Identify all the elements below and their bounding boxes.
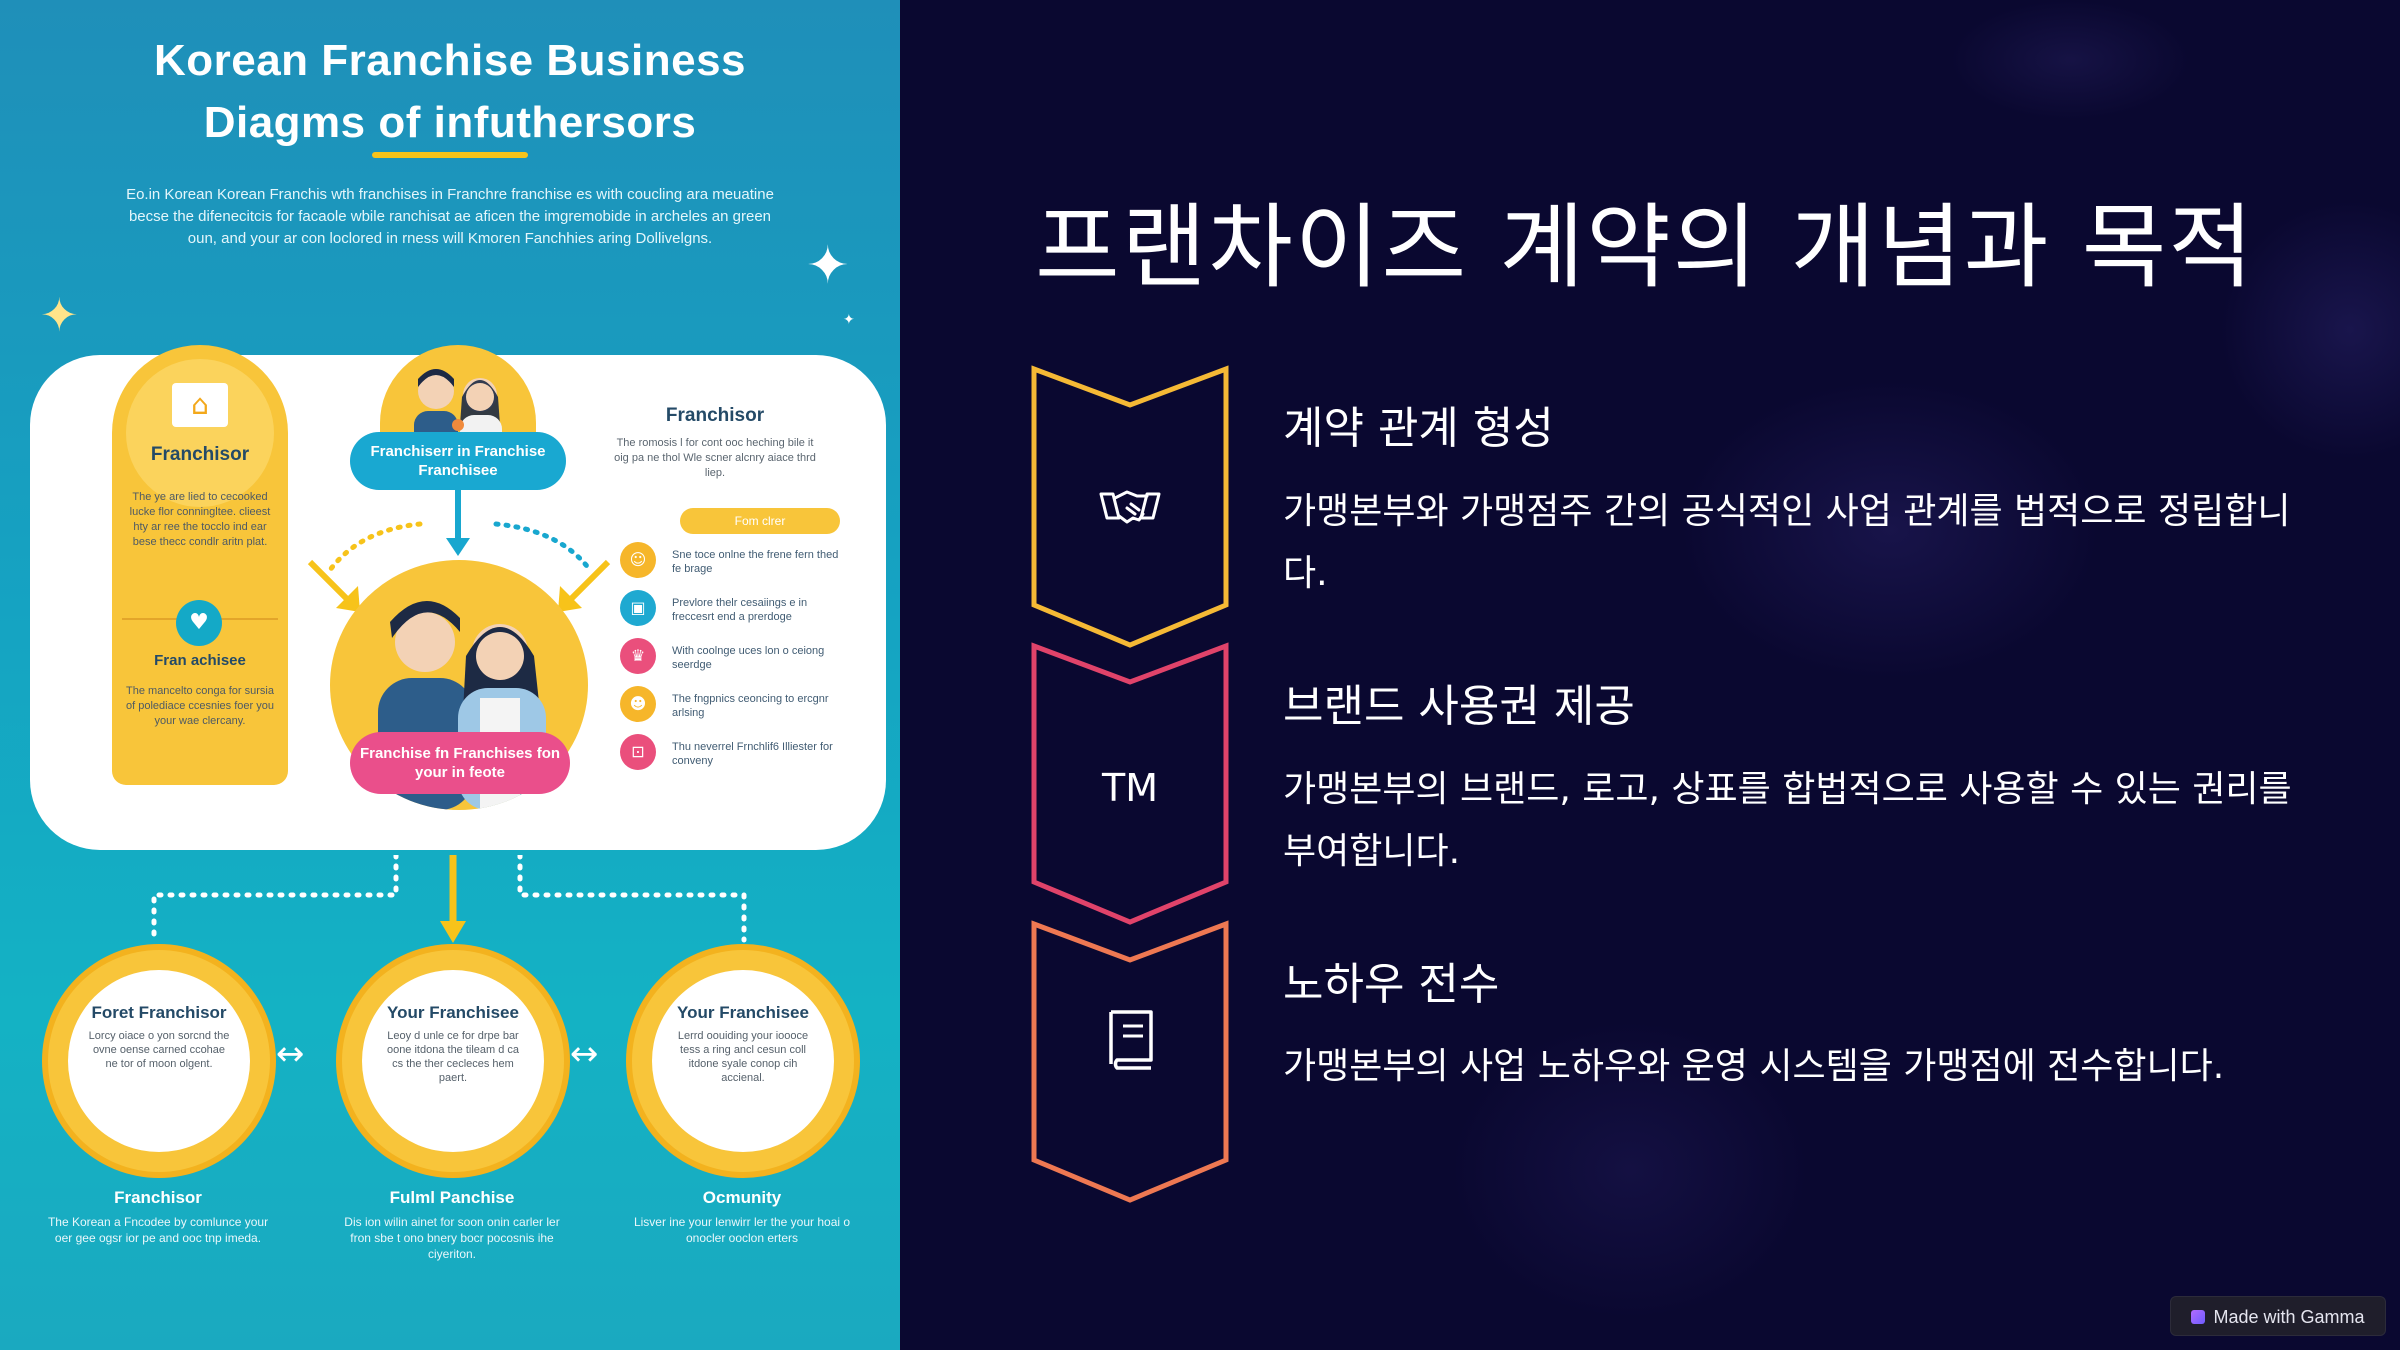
feature-title: 계약 관계 형성	[1283, 403, 1554, 454]
ring-text: Leoy d unle ce for drpe bar oone itdona …	[386, 1030, 520, 1084]
book-icon	[1109, 1010, 1153, 1070]
column-text: The romosis l for cont ooc heching bile …	[614, 437, 816, 479]
infographic-image: Korean Franchise Business Diagms of infu…	[0, 0, 900, 1350]
column-heading: Fran achisee	[154, 652, 246, 669]
infographic-intro: Eo.in Korean Korean Franchis wth franchi…	[126, 186, 774, 247]
list-item-text: Prevlore thelr cesaiings e in freccesrt …	[672, 597, 808, 623]
background-glow	[1450, 1020, 1810, 1320]
ring-heading: Your Franchisee	[387, 1003, 519, 1022]
slide-title: 프랜차이즈 계약의 개념과 목적	[1035, 194, 2256, 301]
ring-text: Lerrd oouiding your ioooce tess a ring a…	[677, 1030, 809, 1084]
chevron-marker	[1031, 920, 1229, 1203]
background-glow	[1680, 380, 2100, 680]
badge-label: Made with Gamma	[2213, 1307, 2365, 1327]
connector-lines	[151, 855, 747, 943]
bottom-text: Dis ion wilin ainet for soon onin carler…	[344, 1215, 560, 1261]
bottom-heading: Fulml Panchise	[389, 1188, 515, 1207]
ring-heading: Your Franchisee	[677, 1003, 809, 1022]
list-item-text: With coolnge uces lon o ceiong seerdge	[672, 645, 825, 671]
feature-title: 브랜드 사용권 제공	[1283, 681, 1635, 732]
ring-card: Your Franchisee Leoy d unle ce for drpe …	[342, 950, 564, 1172]
ring-inner: Your Franchisee Lerrd oouiding your iooo…	[652, 970, 834, 1152]
gamma-logo-icon	[2191, 1310, 2206, 1324]
chevron-marker	[1031, 365, 1229, 648]
title-underline	[372, 152, 528, 158]
tag-label: Fom clrer	[680, 508, 840, 534]
feature-description: 가맹본부의 사업 노하우와 운영 시스템을 가맹점에 전수합니다.	[1283, 1046, 2225, 1087]
sparkle-icon: ✦	[40, 288, 79, 342]
flow-arrows	[307, 490, 611, 612]
ring-heading: Foret Franchisor	[91, 1003, 227, 1022]
bottom-text: Lisver ine your lenwirr ler the your hoa…	[633, 1215, 851, 1245]
trademark-icon: TM	[1102, 766, 1158, 810]
infographic-title: Korean Franchise Business Diagms of infu…	[153, 36, 747, 147]
column-heading: Franchisor	[150, 444, 250, 465]
center-top-label: Franchiserr in Franchise Franchisee	[350, 432, 566, 490]
list-item-icon: ☺	[620, 542, 656, 578]
house-icon: ⌂	[172, 383, 228, 427]
sparkle-icon: ✦	[806, 236, 850, 296]
bottom-text: The Korean a Fncodee by comlunce your oe…	[47, 1215, 269, 1245]
bottom-heading: Ocmunity	[702, 1188, 782, 1207]
ring-card: Your Franchisee Lerrd oouiding your iooo…	[632, 950, 854, 1172]
list-item-icon: ☻	[620, 686, 656, 722]
list-item-icon: ♛	[620, 638, 656, 674]
column-heading: Franchisor	[665, 405, 765, 426]
background-glow	[1950, 0, 2190, 120]
center-bottom-label: Franchise fn Franchises fon your in feot…	[350, 732, 570, 794]
ring-inner: Foret Franchisor Lorcy oiace o yon sorcn…	[68, 970, 250, 1152]
feature-description: 가맹본부의 브랜드, 로고, 상표를 합법적으로 사용할 수 있는 권리를 부여…	[1283, 769, 2292, 872]
bottom-heading: Franchisor	[114, 1188, 202, 1207]
sparkle-icon: ✦	[843, 312, 855, 328]
list-item-text: Thu neverrel Frnchlif6 Illiester for con…	[672, 741, 833, 767]
list-item-text: Sne toce onlne the frene fern thed fe br…	[672, 549, 839, 575]
double-arrow-icon: ↔	[570, 1034, 599, 1074]
ring-card: Foret Franchisor Lorcy oiace o yon sorcn…	[48, 950, 270, 1172]
feature-description: 가맹본부와 가맹점주 간의 공식적인 사업 관계를 법적으로 정립합니다.	[1283, 491, 2291, 594]
list-item-icon: ▣	[620, 590, 656, 626]
circle-top	[126, 359, 274, 507]
list-item-icon: ⊡	[620, 734, 656, 770]
ring-text: Lorcy oiace o yon sorcnd the ovne oense …	[88, 1030, 230, 1070]
heart-icon: ♥	[176, 600, 222, 646]
double-arrow-icon: ↔	[276, 1034, 305, 1074]
feature-title: 노하우 전수	[1283, 959, 1500, 1010]
column-text: The ye are lied to cecooked lucke flor c…	[129, 491, 271, 548]
column-text: The mancelto conga for sursia of poledia…	[126, 685, 274, 727]
list-item-text: The fngpnics ceoncing to ercgnr arlsing	[672, 693, 829, 719]
chevron-marker	[1031, 642, 1229, 925]
handshake-icon	[1099, 490, 1161, 524]
ring-inner: Your Franchisee Leoy d unle ce for drpe …	[362, 970, 544, 1152]
made-with-gamma-badge[interactable]: Made with Gamma	[2170, 1296, 2386, 1336]
